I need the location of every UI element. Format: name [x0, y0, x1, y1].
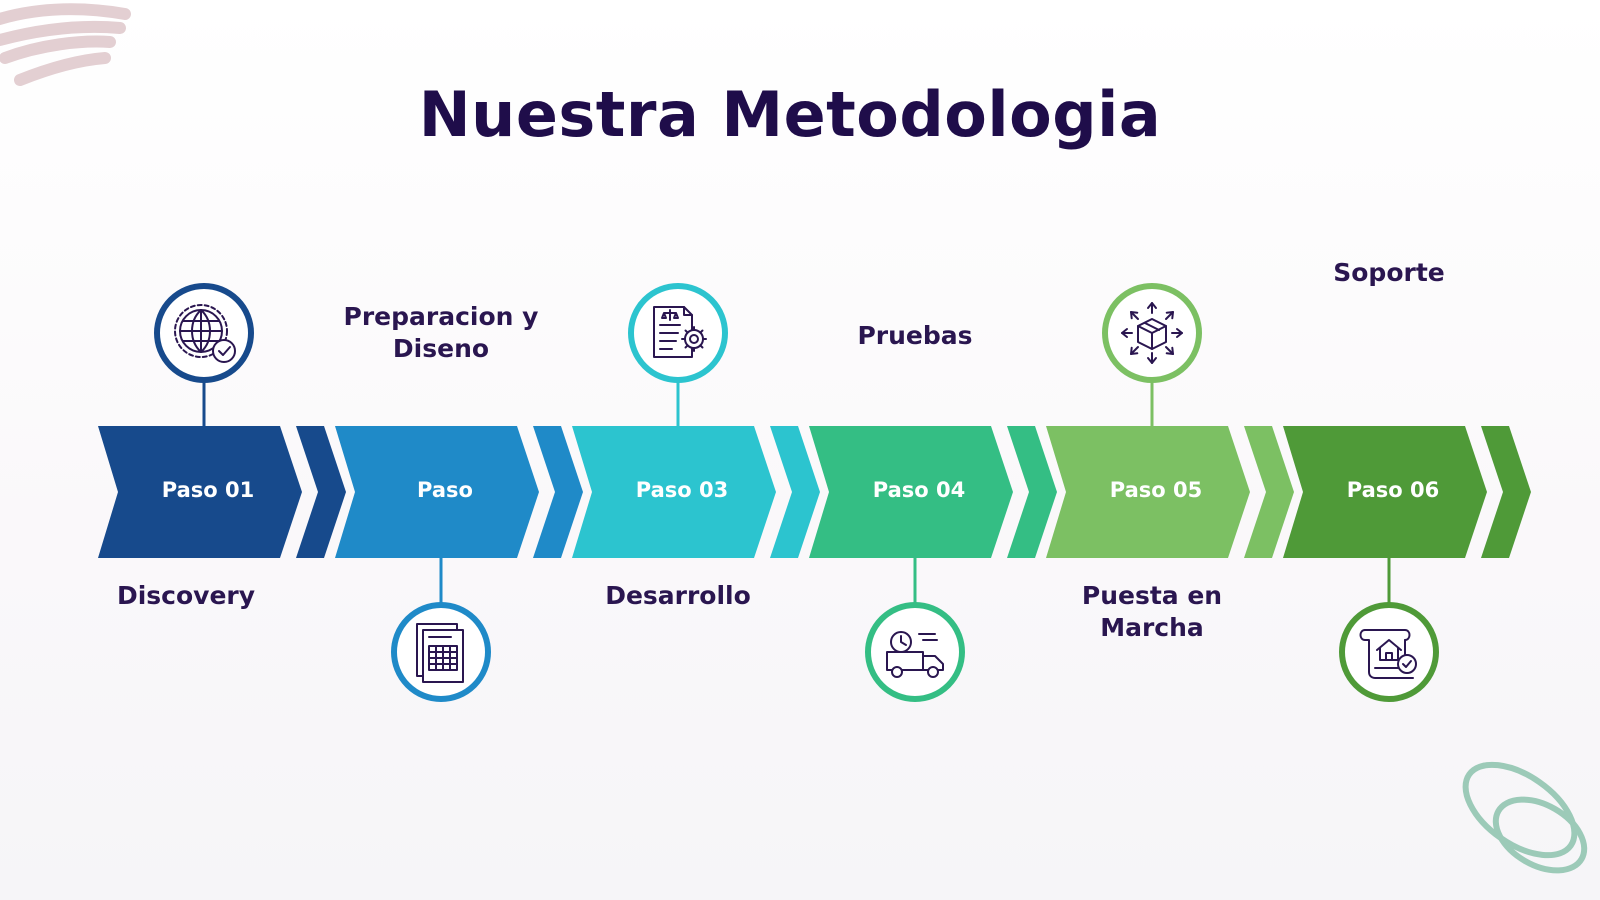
house-certificate-icon: [1359, 629, 1417, 679]
step-group: [809, 426, 1057, 702]
step-label: Desarrollo: [548, 580, 808, 612]
step-chevron: [572, 426, 776, 558]
step-badge: Paso 04: [872, 478, 966, 502]
step-icon-circle: [154, 283, 254, 383]
delivery-truck-clock-icon: [886, 631, 944, 678]
step-chevron: [1283, 426, 1487, 558]
step-chevron-small: [533, 426, 583, 558]
scribble-decoration: [0, 20, 126, 46]
step-chevron: [98, 426, 302, 558]
globe-check-icon: [174, 304, 236, 363]
step-chevron-small: [1481, 426, 1531, 558]
scribble-decoration: [0, 35, 116, 64]
step-label-line: Puesta en: [1081, 581, 1223, 610]
step-label-line: Preparacion y: [343, 302, 539, 331]
step-label-line: Desarrollo: [605, 581, 751, 610]
scribble-decoration: [0, 3, 131, 26]
step-label: Discovery: [56, 580, 316, 612]
step-label-line: Pruebas: [857, 321, 973, 350]
step-badge: Paso: [417, 478, 473, 502]
step-group: [572, 283, 820, 558]
step-group: [98, 283, 346, 558]
spreadsheet-document-icon: [416, 623, 464, 683]
loop-decoration: [1492, 796, 1588, 874]
step-group: [1283, 426, 1531, 702]
step-label-line: Soporte: [1333, 258, 1445, 287]
step-chevron: [809, 426, 1013, 558]
step-label: Preparacion y Diseno: [311, 301, 571, 365]
step-badge: Paso 01: [161, 478, 255, 502]
step-chevron: [335, 426, 539, 558]
page-title: Nuestra Metodologia: [418, 78, 1162, 151]
step-label: Soporte: [1259, 257, 1519, 289]
step-chevron-small: [296, 426, 346, 558]
step-label: Pruebas: [785, 320, 1045, 352]
step-label-line: Diseno: [392, 334, 490, 363]
step-chevron-small: [1007, 426, 1057, 558]
step-badge: Paso 05: [1109, 478, 1203, 502]
step-group: [1046, 283, 1294, 558]
step-badge: Paso 03: [635, 478, 729, 502]
step-badge: Paso 06: [1346, 478, 1440, 502]
step-group: [335, 426, 583, 702]
step-chevron: [1046, 426, 1250, 558]
package-distribution-icon: [1121, 302, 1183, 364]
step-label: Puesta en Marcha: [1022, 580, 1282, 644]
legal-document-gear-icon: [653, 306, 707, 358]
step-label-line: Discovery: [116, 581, 256, 610]
step-chevron-small: [1244, 426, 1294, 558]
scribble-decoration: [14, 52, 111, 86]
step-chevron-small: [770, 426, 820, 558]
step-label-line: Marcha: [1100, 613, 1204, 642]
